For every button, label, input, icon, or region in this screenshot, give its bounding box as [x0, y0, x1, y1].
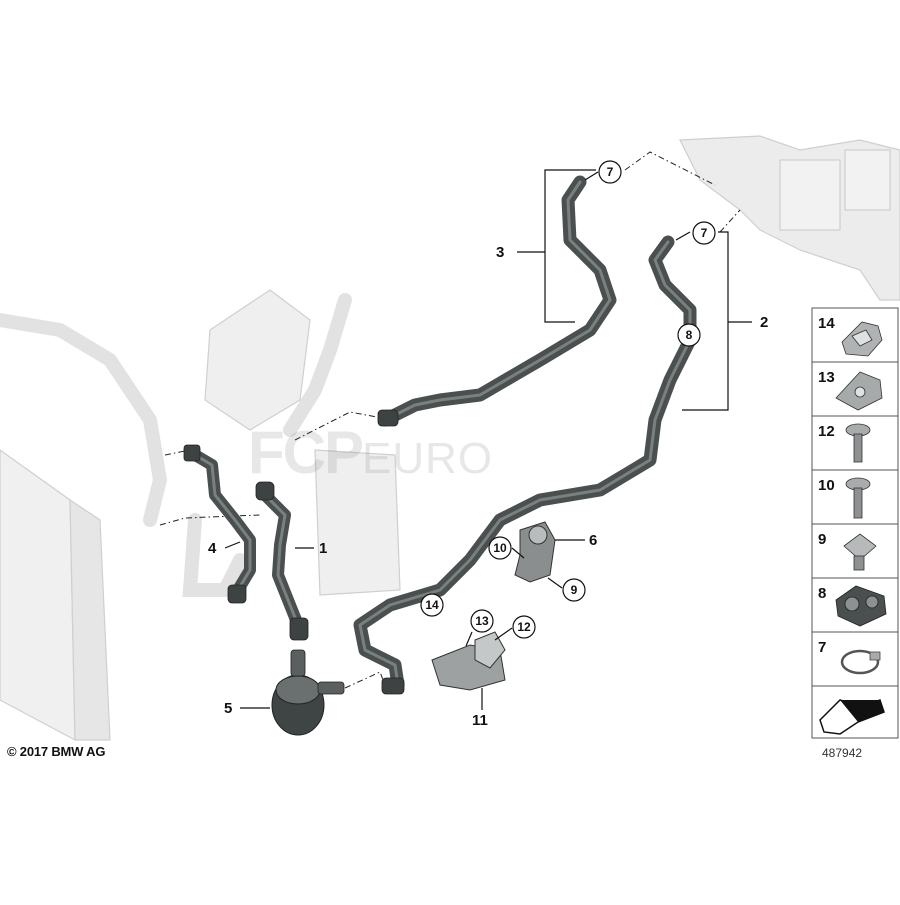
callout-9: 9	[571, 583, 578, 597]
legend-part-8	[835, 585, 887, 627]
callout-10: 10	[493, 541, 507, 555]
circle-7-mid	[692, 221, 716, 245]
thermostat-housing	[204, 289, 311, 431]
leader-pump	[344, 671, 386, 689]
legend-column: 14 13 12 10 9 8 7	[811, 307, 899, 739]
leader-4	[224, 541, 241, 549]
ghost-hoses	[0, 293, 352, 597]
leader-7a	[624, 151, 716, 186]
callout-3: 3	[496, 244, 504, 261]
coolant-pump	[271, 649, 345, 736]
watermark-suffix: EURO	[362, 434, 494, 483]
dashed-leaders	[159, 151, 741, 689]
callout-1: 1	[319, 540, 327, 557]
hvac-panel	[779, 159, 841, 231]
callout-14: 14	[425, 598, 439, 612]
connector-hose3-end	[377, 409, 399, 427]
hose-1-highlight	[260, 490, 302, 632]
callout-8: 8	[686, 328, 693, 342]
legend-part-7	[840, 649, 881, 675]
connector-hose4-bottom	[227, 584, 247, 604]
ghost-hose-mid	[283, 293, 352, 437]
hose-4-highlight	[188, 450, 252, 592]
radiator-frame	[69, 498, 111, 741]
legend-label-9: 9	[818, 531, 826, 548]
connector-hose1-top	[255, 481, 275, 501]
legend-arrow-icon	[819, 699, 885, 735]
callout-11: 11	[472, 712, 488, 729]
expansion-tank	[314, 449, 401, 596]
connector-hose1-bottom	[289, 617, 309, 641]
watermark-main: FCP	[248, 419, 364, 486]
leader-7-top	[584, 171, 599, 181]
leader-10	[511, 547, 525, 559]
connector-hose4-end	[183, 444, 201, 462]
callout-13: 13	[475, 614, 489, 628]
ghost-hose-upper	[0, 313, 168, 527]
leader-7b	[719, 209, 741, 233]
watermark: FCPEURO	[248, 418, 493, 487]
leader-13	[465, 631, 473, 647]
callout-4: 4	[208, 540, 217, 557]
copyright-text: © 2017 BMW AG	[7, 744, 106, 759]
circle-9	[562, 578, 586, 602]
legend-label-13: 13	[818, 369, 835, 386]
pump-face	[275, 675, 321, 705]
hvac-panel-2	[844, 149, 891, 211]
callout-6: 6	[589, 532, 597, 549]
callout-5: 5	[224, 700, 232, 717]
ghost-parts	[0, 135, 900, 742]
legend-label-8: 8	[818, 585, 826, 602]
connector-hose2-end	[381, 677, 405, 695]
hose-2-highlight	[358, 240, 692, 687]
document-number: 487942	[822, 746, 863, 760]
legend-part-13	[835, 371, 883, 411]
plain-callouts: 1 2 3 4 5 6 11	[208, 244, 768, 729]
callout-7-mid: 7	[701, 226, 708, 240]
callout-7-top: 7	[607, 165, 614, 179]
legend-part-9	[843, 533, 877, 571]
circle-10	[488, 536, 512, 560]
bracket-3	[517, 169, 596, 323]
bracket-2	[682, 231, 752, 411]
bracket-11	[431, 631, 506, 691]
legend-part-10	[845, 477, 871, 519]
callout-12: 12	[517, 620, 531, 634]
circle-12	[512, 615, 536, 639]
circled-callout-text: 7 7 8 10 9 14 13 12	[425, 165, 707, 634]
hoses	[184, 175, 697, 692]
leader-thermostat	[294, 411, 383, 441]
leader-12	[494, 627, 513, 641]
hose-3-highlight	[383, 180, 612, 422]
circle-8	[677, 323, 701, 347]
circle-14	[420, 593, 444, 617]
pump-inlet	[290, 649, 306, 677]
circle-13	[470, 609, 494, 633]
ghost-hose-lower	[182, 513, 247, 597]
leader-9	[547, 577, 563, 589]
pump-outlet	[317, 681, 345, 695]
leader-lines	[224, 169, 752, 710]
legend-label-7: 7	[818, 639, 826, 656]
legend-part-12	[845, 423, 871, 463]
callout-2: 2	[760, 314, 768, 331]
bracket-11-clamp	[474, 631, 506, 669]
legend-label-12: 12	[818, 423, 835, 440]
connectors	[183, 409, 405, 695]
leader-7-mid	[675, 231, 691, 241]
legend-label-14: 14	[818, 315, 835, 332]
leader-hose4	[164, 449, 191, 456]
radiator	[0, 449, 76, 742]
circled-callouts	[420, 160, 716, 639]
legend-label-10: 10	[818, 477, 835, 494]
legend-part-14	[841, 321, 883, 357]
circle-7-top	[598, 160, 622, 184]
bracket-6	[514, 521, 556, 583]
bracket-6-clip	[528, 525, 548, 545]
